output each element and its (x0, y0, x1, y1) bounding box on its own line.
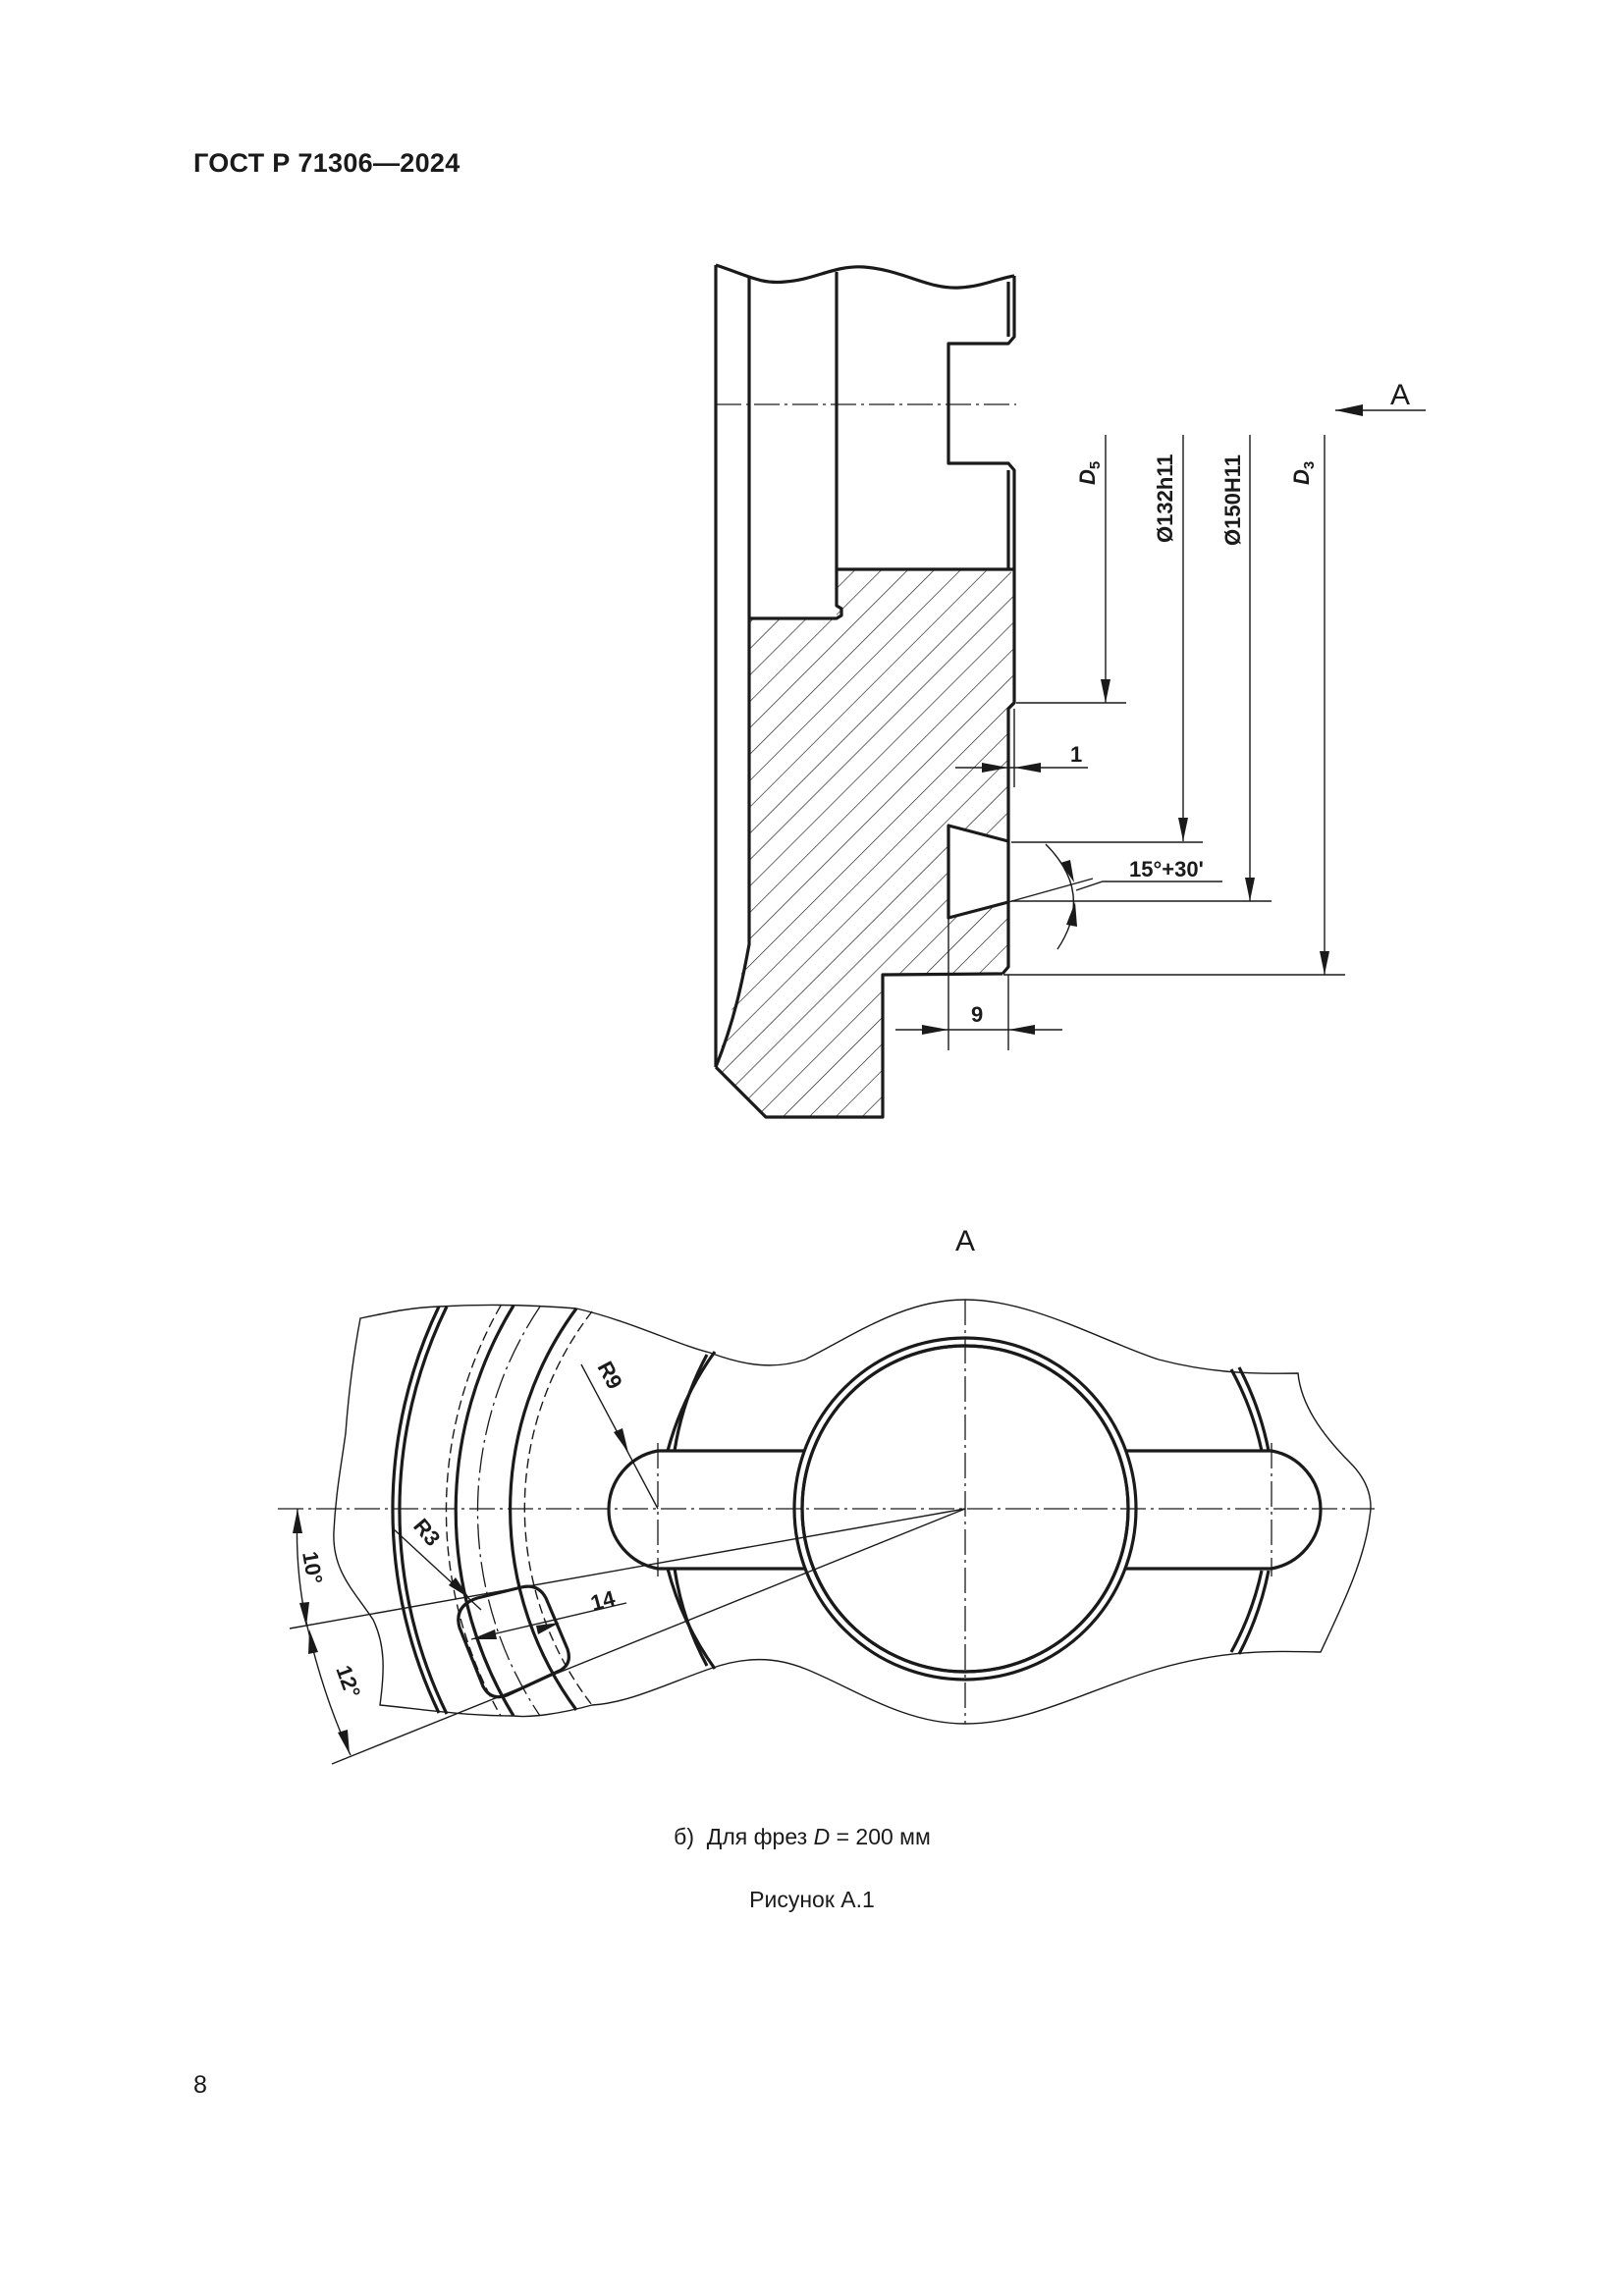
angle-label: 15°+30' (1129, 857, 1204, 881)
angle-ref-line (1007, 878, 1094, 903)
hatched-section-upper (716, 569, 1014, 1117)
hub-arcs (666, 1351, 1271, 1670)
d150-label: Ø150H11 (1220, 454, 1245, 546)
groove-outline (947, 824, 1009, 920)
view-a-arrowhead (1335, 404, 1363, 416)
ref-line-22deg (331, 1508, 966, 1765)
view-a-arrow-label: A (1390, 379, 1410, 411)
figure-subcaption: б) Для фрез D = 200 мм (0, 1824, 1614, 1850)
subcaption-prefix: б) Для фрез (674, 1824, 814, 1849)
angle-12-label: 12° (331, 1662, 365, 1701)
r3-arrow (449, 1577, 469, 1598)
angle-12-arrow-bottom (338, 1730, 350, 1754)
angle-arrow-top (1060, 860, 1074, 882)
figure-caption: Рисунок А.1 (749, 1887, 875, 1912)
angle-arc (1045, 843, 1075, 950)
insert-pocket (457, 1584, 570, 1699)
d132-arrow (1178, 818, 1188, 841)
step-line (749, 272, 843, 620)
dim-14-label: 14 (588, 1585, 619, 1616)
d150-arrow (1245, 878, 1255, 901)
section-view: D5 Ø132h11 Ø150H11 D3 A 1 9 (714, 263, 1426, 1119)
view-a-boundary (333, 1299, 1372, 1725)
angle-10-arrow-bottom (299, 1602, 309, 1627)
dim-9-label: 9 (971, 1002, 983, 1027)
r9-label: R9 (593, 1358, 627, 1394)
bore-line (714, 278, 751, 1068)
right-slot (1125, 1449, 1323, 1571)
ref-line-10deg (289, 1508, 966, 1629)
d5-arrow (1101, 679, 1110, 703)
angle-dim-arc (296, 1508, 352, 1756)
dim-1-arrow-left (982, 763, 1008, 773)
d5-label: D5 (1075, 461, 1104, 485)
dim-14-arrow-right (536, 1623, 560, 1634)
document-header: ГОСТ Р 71306—2024 (193, 148, 460, 178)
dim-1-label: 1 (1070, 742, 1082, 767)
subcaption-variable: D (813, 1824, 831, 1849)
dim-9-arrow-left (922, 1025, 948, 1035)
angle-12-arrow-top (308, 1629, 318, 1654)
r3-leader (392, 1527, 482, 1611)
angle-leader (1075, 881, 1222, 891)
dim-9-arrow-right (1008, 1025, 1035, 1035)
view-a: A (278, 1225, 1375, 1765)
right-face-top (947, 276, 1016, 976)
r3-label: R3 (408, 1514, 445, 1551)
page-number: 8 (193, 2071, 207, 2099)
angle-arrow-bottom (1066, 902, 1077, 927)
d3-arrow (1320, 951, 1329, 975)
angle-10-label: 10° (298, 1550, 327, 1586)
view-a-title: A (955, 1225, 975, 1257)
dim-14-line (470, 1602, 627, 1640)
left-concentric-arcs (391, 1305, 593, 1717)
d132-label: Ø132h11 (1153, 454, 1177, 543)
break-wave-line (715, 263, 1015, 290)
d3-label: D3 (1289, 461, 1318, 485)
dim-14-arrow-left (471, 1629, 497, 1639)
r9-arrow (614, 1428, 628, 1453)
bottom-outline (714, 972, 1003, 1119)
left-slot (607, 1449, 805, 1571)
subcaption-suffix: = 200 мм (830, 1824, 931, 1849)
dim-1-arrow-right (1014, 763, 1041, 773)
angle-10-arrow-top (293, 1509, 302, 1533)
